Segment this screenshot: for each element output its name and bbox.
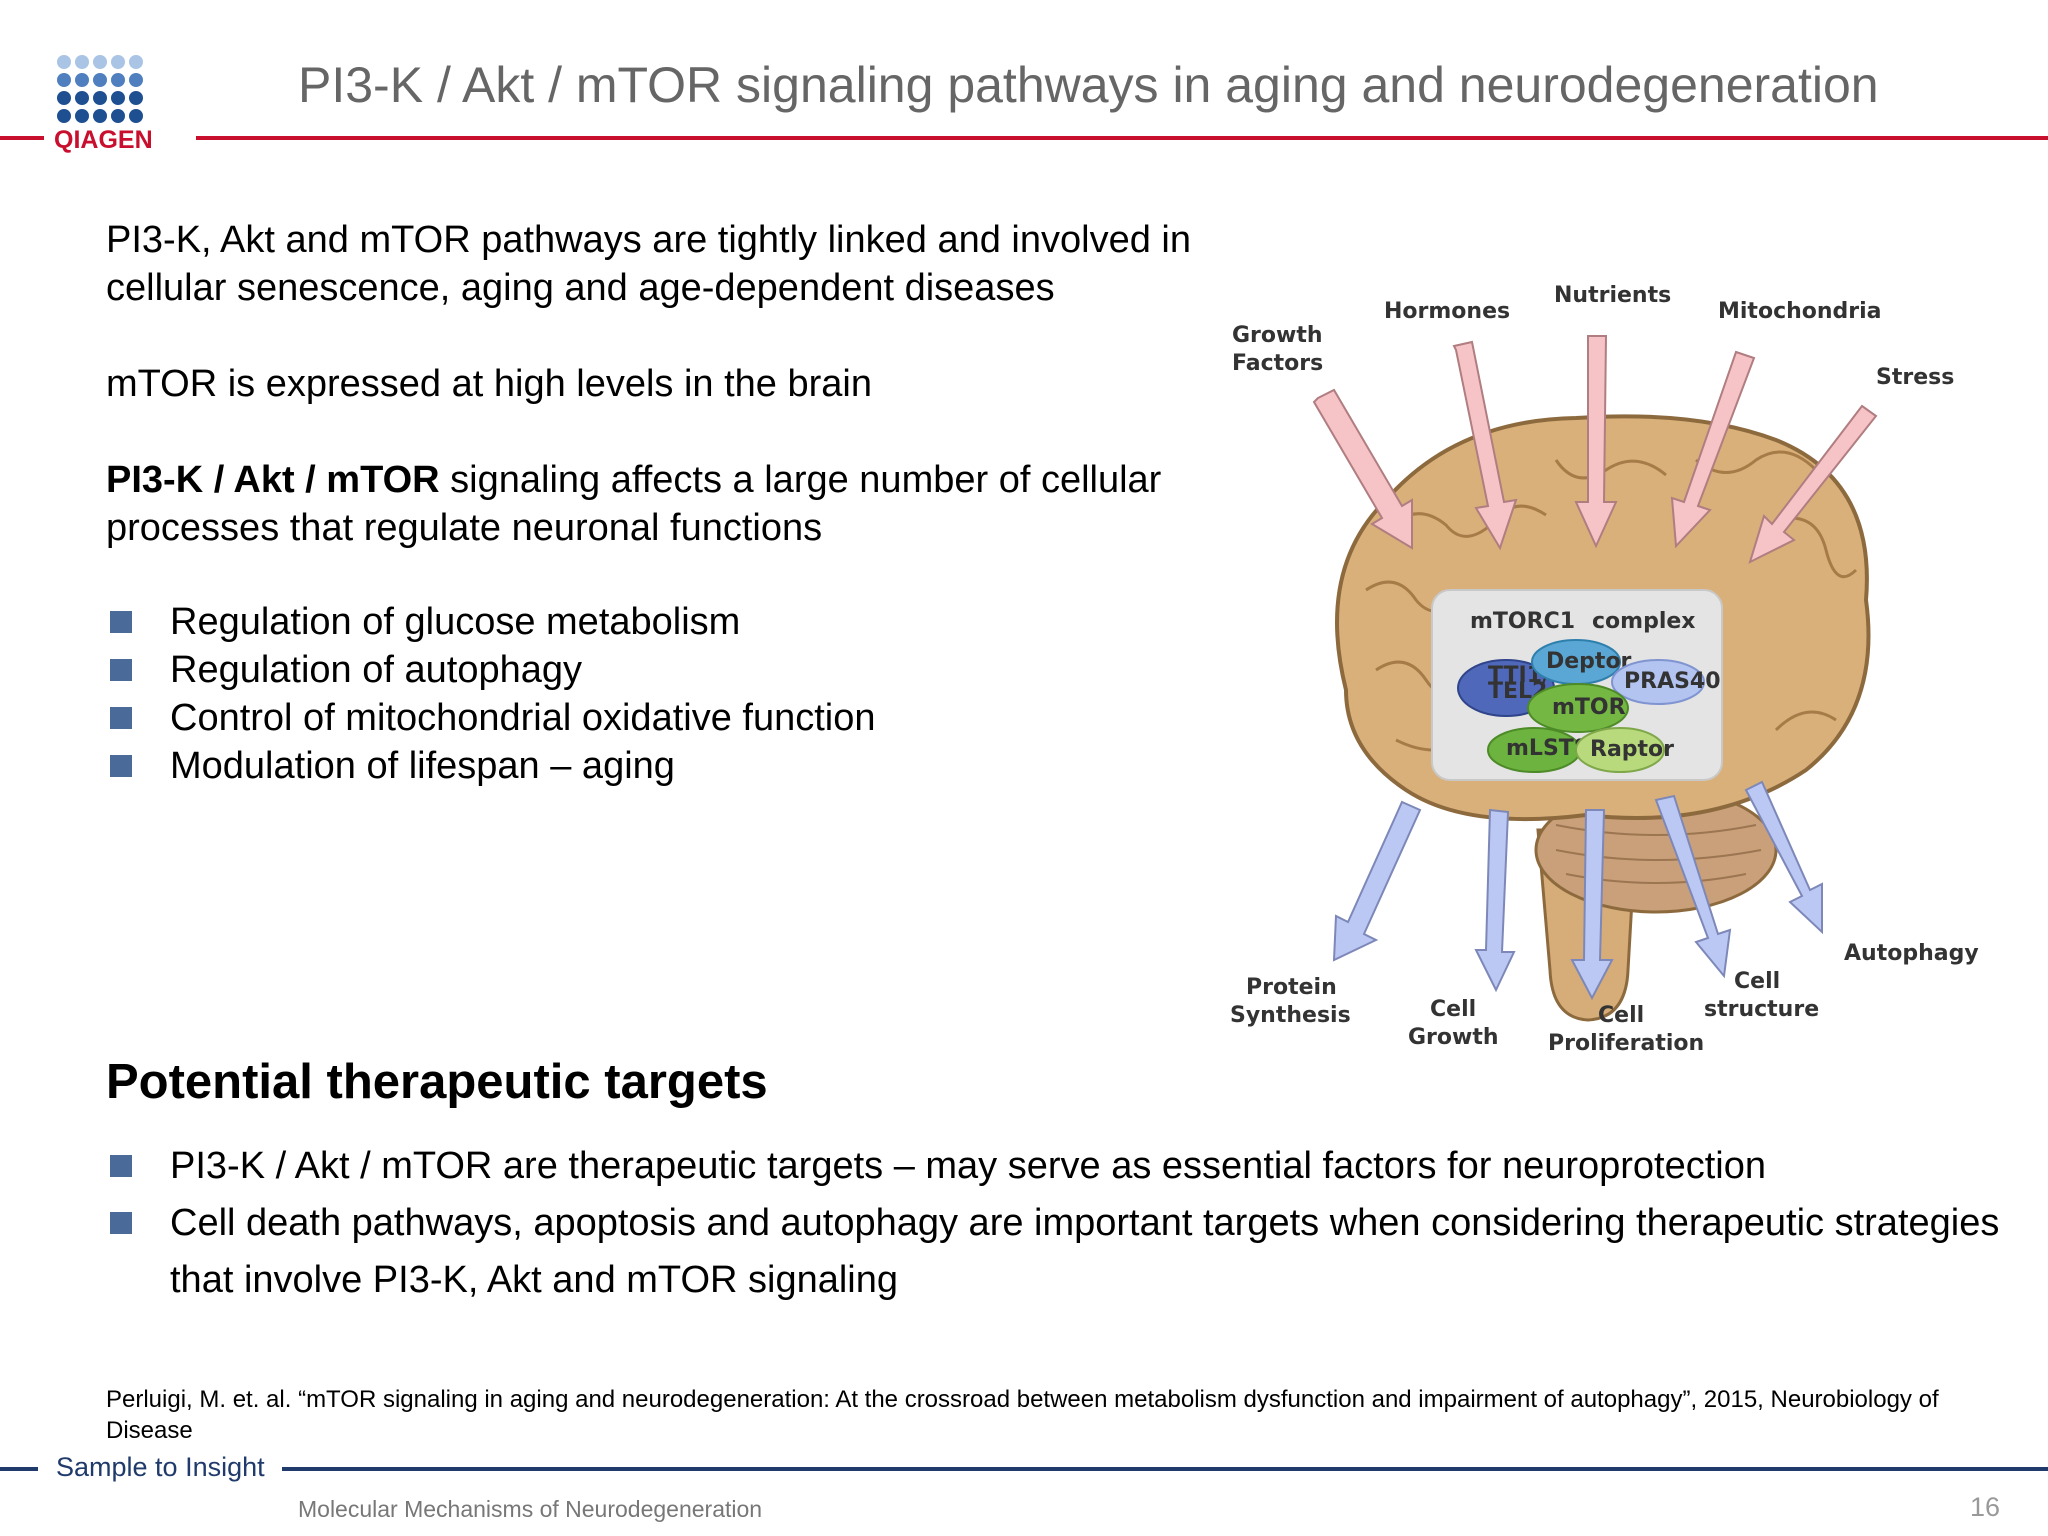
bullet-square-icon [110, 659, 132, 681]
list-item-text: Regulation of autophagy [170, 649, 582, 691]
diagram-label-outputs-cellprolif-2: Proliferation [1548, 1031, 1704, 1056]
footer-tagline: Sample to Insight [56, 1452, 265, 1482]
list-item: Modulation of lifespan – aging [106, 742, 876, 790]
diagram-label-outputs-protein-2: Synthesis [1230, 1003, 1351, 1028]
footer-course-title: Molecular Mechanisms of Neurodegeneratio… [298, 1496, 763, 1522]
input-arrows [1312, 335, 1878, 564]
protein-synthesis-arrow [1332, 800, 1422, 962]
autophagy-arrow [1744, 780, 1823, 935]
diagram-label-complex-pras40: PRAS40 [1624, 669, 1721, 694]
diagram-label-outputs-cellprolif-1: Cell [1598, 1003, 1644, 1028]
list-item: Regulation of autophagy [106, 646, 876, 694]
diagram-label-complex-title-suffix: complex [1592, 609, 1695, 634]
hormones-arrow [1452, 340, 1518, 551]
list-item-text: Regulation of glucose metabolism [170, 601, 741, 643]
svg-text:QIAGEN: QIAGEN [54, 126, 153, 154]
targets-bullet-list: PI3-K / Akt / mTOR are therapeutic targe… [106, 1138, 2006, 1309]
targets-heading: Potential therapeutic targets [106, 1055, 768, 1109]
output-arrows [1332, 780, 1823, 1001]
bullet-square-icon [110, 755, 132, 777]
diagram-label-outputs-cellstruct-1: Cell [1734, 969, 1780, 994]
cell-structure-arrow [1654, 794, 1732, 979]
intro-paragraph-1: PI3-K, Akt and mTOR pathways are tightly… [106, 219, 1191, 309]
mitochondria-arrow [1670, 350, 1756, 549]
list-item: Regulation of glucose metabolism [106, 598, 876, 646]
cell-proliferation-arrow [1570, 809, 1614, 1001]
list-item: Cell death pathways, apoptosis and autop… [106, 1195, 2010, 1309]
header-rule [196, 136, 2048, 140]
diagram-label-inputs-growth-1: Growth [1232, 323, 1323, 348]
slide-title: PI3-K / Akt / mTOR signaling pathways in… [298, 57, 1879, 113]
intro-bold-phrase: PI3-K / Akt / mTOR [106, 459, 440, 501]
diagram-label-inputs-nutrients: Nutrients [1554, 283, 1671, 308]
list-item-text: Control of mitochondrial oxidative funct… [170, 697, 876, 739]
diagram-label-inputs-stress: Stress [1876, 365, 1954, 390]
header-rule-left [0, 136, 44, 140]
diagram-label-outputs-autophagy: Autophagy [1844, 941, 1979, 966]
mtor-node [1527, 683, 1629, 733]
footer-rule [282, 1467, 2048, 1471]
diagram-label-inputs-hormones: Hormones [1384, 299, 1510, 324]
list-item: Control of mitochondrial oxidative funct… [106, 694, 876, 742]
bullet-square-icon [110, 1155, 132, 1177]
citation: Perluigi, M. et. al. “mTOR signaling in … [106, 1386, 1939, 1444]
bullet-square-icon [110, 1212, 132, 1234]
diagram-label-outputs-protein-1: Protein [1246, 975, 1337, 1000]
cell-growth-arrow [1474, 808, 1516, 993]
list-item-text: Modulation of lifespan – aging [170, 745, 675, 787]
diagram-label-inputs-growth-2: Factors [1232, 351, 1323, 376]
raptor-node [1575, 727, 1665, 773]
stress-arrow [1748, 404, 1878, 564]
pras40-node [1611, 659, 1705, 705]
diagram-label-complex-title: mTORC1 [1470, 609, 1575, 634]
diagram-label-complex-mtor: mTOR [1552, 695, 1626, 720]
diagram-label-inputs-mitochondria: Mitochondria [1718, 299, 1882, 324]
list-item-text: PI3-K / Akt / mTOR are therapeutic targe… [170, 1145, 1767, 1187]
mtorc1-brain-diagram: mTORC1 complex TTI1/ TEL2 Deptor PRAS40 … [1216, 270, 1996, 1080]
bullet-square-icon [110, 707, 132, 729]
process-bullet-list: Regulation of glucose metabolism Regulat… [106, 598, 876, 790]
list-item-text: Cell death pathways, apoptosis and autop… [170, 1202, 2000, 1301]
growth-factors-arrow [1312, 388, 1413, 550]
nutrients-arrow [1574, 335, 1618, 549]
diagram-label-complex-deptor: Deptor [1546, 649, 1632, 674]
qiagen-logo: QIAGEN [52, 52, 184, 156]
diagram-label-outputs-cellgrowth-1: Cell [1430, 997, 1476, 1022]
diagram-label-outputs-cellstruct-2: structure [1704, 997, 1819, 1022]
footer-rule-left [0, 1467, 38, 1471]
diagram-label-outputs-cellgrowth-2: Growth [1408, 1025, 1499, 1050]
intro-rest-phrase: signaling affects a large number of cell… [106, 459, 1162, 549]
intro-paragraph-3: PI3-K / Akt / mTOR signaling affects a l… [106, 456, 1236, 552]
intro-paragraph-2: mTOR is expressed at high levels in the … [106, 363, 872, 405]
bullet-square-icon [110, 611, 132, 633]
diagram-label-complex-raptor: Raptor [1590, 737, 1674, 762]
list-item: PI3-K / Akt / mTOR are therapeutic targe… [106, 1138, 2006, 1195]
page-number: 16 [1969, 1492, 2000, 1522]
